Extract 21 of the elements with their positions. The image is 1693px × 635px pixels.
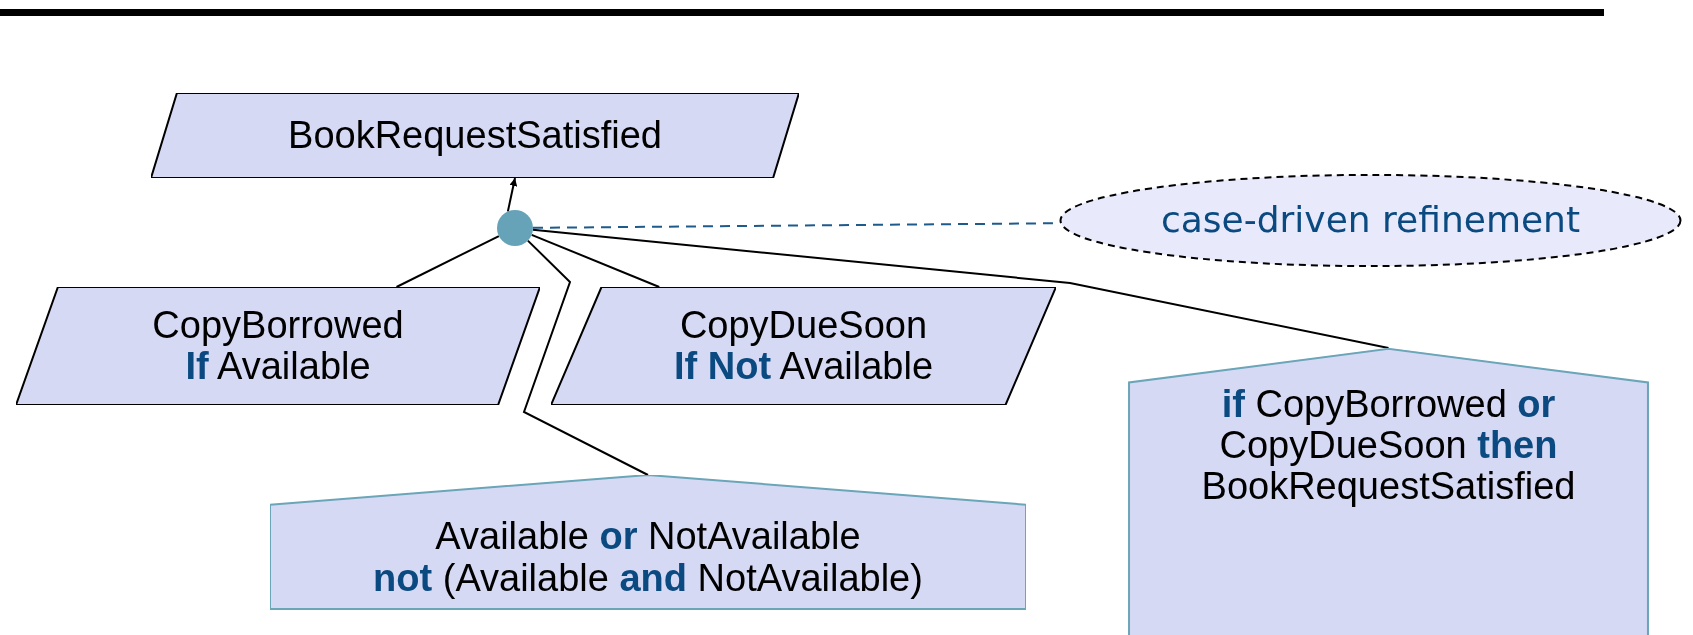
goal-parallelogram (16, 287, 540, 405)
refinement-node-circle (497, 210, 533, 246)
domain-property-pentagon (270, 475, 1026, 610)
node-text: Available or NotAvailable (435, 516, 861, 558)
annotation-text: case-driven refinement (1160, 201, 1581, 240)
annotation-ellipse (1058, 173, 1683, 268)
domain-property-pentagon (1128, 348, 1649, 635)
connector-line (522, 239, 649, 476)
goal-parallelogram (551, 287, 1056, 405)
node-text: not (Available and NotAvailable) (373, 557, 923, 599)
connector-line (395, 235, 500, 288)
node-text: CopyBorrowed (152, 304, 404, 346)
connector-line (530, 233, 661, 288)
node-text: If Not Available (673, 346, 934, 388)
connector-line (531, 228, 1390, 349)
goal-parallelogram (151, 93, 799, 178)
node-text: BookRequestSatisfied (288, 115, 662, 156)
node-text: If Available (185, 346, 371, 388)
node-text: CopyDueSoon (679, 304, 928, 346)
node-text: if CopyBorrowed or CopyDueSoon then BookRequestSatisfied (1200, 384, 1577, 508)
arrow (506, 177, 518, 213)
